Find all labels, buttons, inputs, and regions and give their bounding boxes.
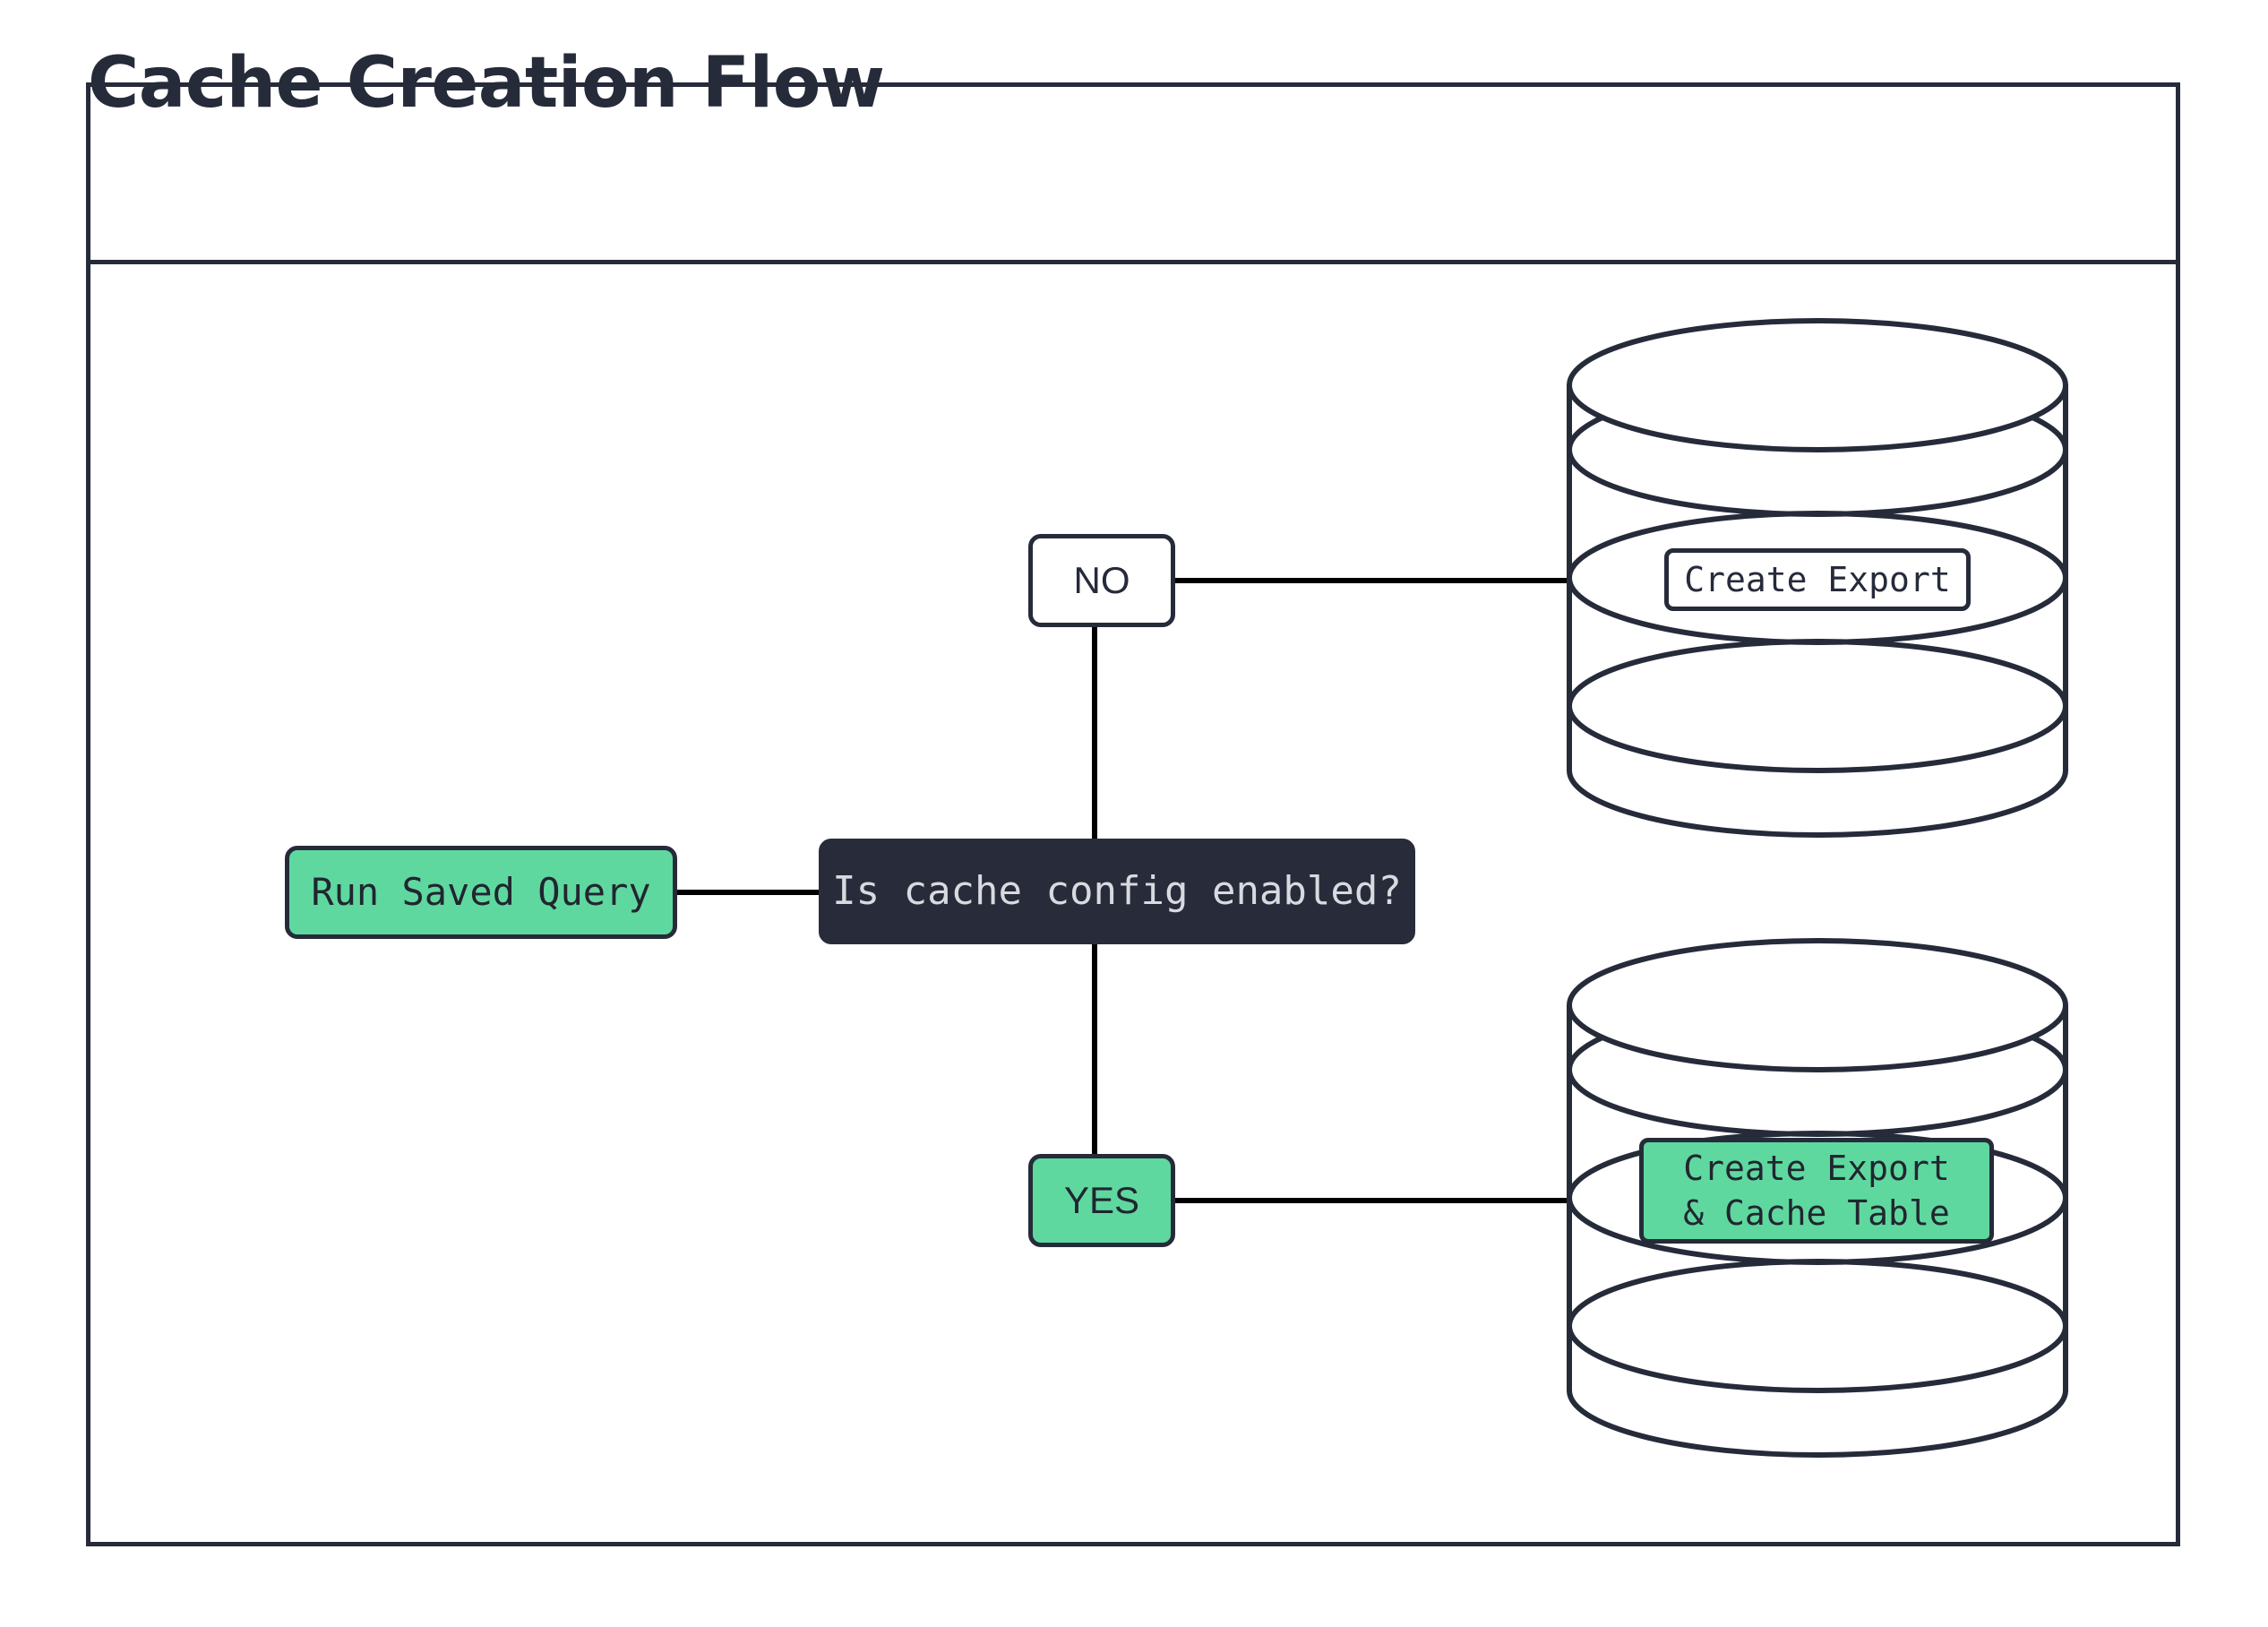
node-create-export[interactable]: Create Export — [1664, 548, 1971, 611]
page-title: Cache Creation Flow — [88, 43, 885, 124]
node-label-yes[interactable]: YES — [1028, 1154, 1175, 1247]
node-run-saved-query[interactable]: Run Saved Query — [285, 846, 677, 939]
diagram-header — [90, 87, 2176, 264]
node-decision-is-cache-config-enabled[interactable]: Is cache config enabled? — [819, 839, 1415, 944]
node-label-no[interactable]: NO — [1028, 534, 1175, 627]
node-create-export-and-cache-table[interactable]: Create Export & Cache Table — [1639, 1138, 1994, 1244]
diagram-frame — [86, 82, 2180, 1546]
